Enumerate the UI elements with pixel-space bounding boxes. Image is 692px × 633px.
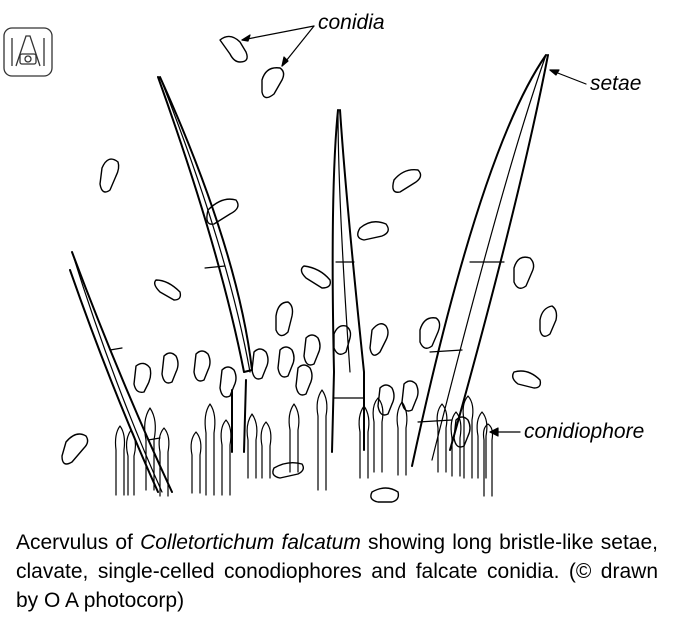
conidia — [61, 35, 558, 503]
conidium — [295, 364, 313, 396]
setae-label: setae — [590, 72, 642, 95]
conidium — [300, 265, 332, 289]
photocorp-logo-icon — [3, 27, 53, 77]
acervulus-diagram — [61, 25, 587, 503]
conidiophore — [450, 411, 462, 477]
conidium — [61, 433, 89, 465]
conidiophore — [436, 403, 448, 473]
conidium — [219, 35, 248, 63]
conidiophore — [190, 431, 202, 494]
conidium — [161, 352, 179, 384]
conidiophore-label: conidiophore — [524, 420, 645, 443]
seta — [157, 76, 253, 373]
conidiophore — [396, 401, 408, 476]
conidium — [261, 67, 285, 99]
conidium — [251, 348, 269, 380]
conidium — [277, 346, 295, 378]
conidium — [419, 317, 441, 349]
conidium — [453, 416, 471, 448]
conidiophore — [144, 407, 156, 491]
conidiophore — [204, 403, 216, 496]
conidium — [153, 279, 182, 301]
conidium — [272, 461, 305, 479]
caption-part1: Acervulus of — [16, 531, 141, 554]
conidiophore — [462, 395, 474, 479]
conidiophore — [288, 403, 300, 473]
conidiophore — [372, 397, 384, 473]
conidium — [303, 334, 321, 366]
conidium — [133, 362, 152, 394]
setae — [69, 54, 549, 493]
conidiophore — [220, 419, 232, 496]
seta — [71, 251, 173, 493]
conidium — [511, 370, 542, 389]
seta — [71, 251, 163, 493]
conidium — [377, 384, 395, 416]
conidiophore — [114, 425, 126, 496]
conidiophore — [260, 421, 272, 479]
caption-part2: showing long bristle-like setae, clavate… — [16, 531, 658, 612]
conidiophore — [246, 413, 258, 479]
conidiophore — [316, 389, 328, 491]
seta — [331, 109, 339, 453]
conidium — [99, 158, 120, 193]
conidiophore — [158, 427, 170, 497]
conidium — [539, 305, 558, 337]
conidiophore — [476, 411, 488, 479]
label-arrows — [241, 25, 587, 437]
conidium — [333, 324, 352, 355]
conidium — [401, 380, 419, 412]
conidium — [369, 323, 389, 356]
seta — [411, 54, 547, 467]
conidium — [193, 350, 211, 382]
conidium — [275, 301, 294, 337]
caption-species: Colletortichum falcatum — [140, 531, 361, 554]
conidiophore — [482, 423, 494, 497]
conidium — [357, 221, 389, 241]
conidium — [370, 487, 400, 503]
conidia-label: conidia — [318, 11, 385, 34]
seta — [69, 269, 159, 493]
figure-caption: Acervulus of Colletortichum falcatum sho… — [16, 528, 658, 615]
conidium — [392, 169, 422, 193]
conidium — [219, 366, 237, 398]
conidium — [513, 256, 535, 289]
conidium — [206, 198, 239, 225]
